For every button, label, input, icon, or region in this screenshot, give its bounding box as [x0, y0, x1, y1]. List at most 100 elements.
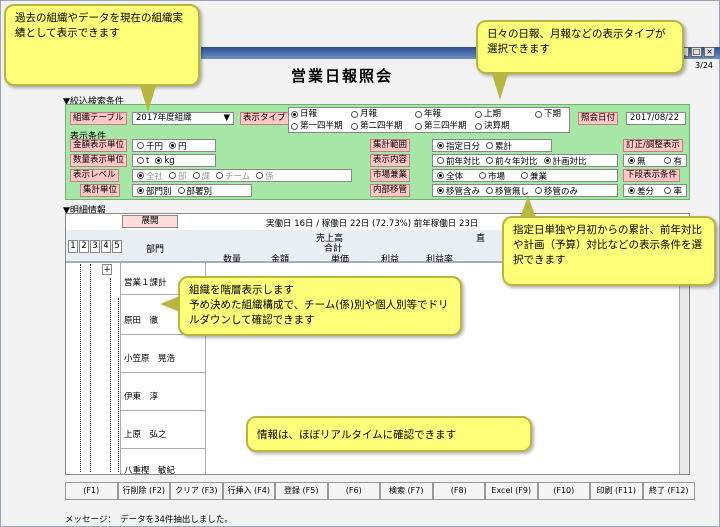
vertical-scrollbar[interactable] — [679, 230, 689, 474]
level-group: 全社 部 課 チーム 係 — [132, 169, 352, 182]
radio-yearly[interactable]: 年報 — [415, 109, 441, 120]
exit-button[interactable]: 終了 (F12) — [642, 482, 695, 500]
adjust-label: 訂正/調整表示 — [623, 139, 683, 152]
radio-dot — [486, 187, 494, 194]
search-button[interactable]: 検索 (F7) — [380, 482, 433, 500]
radio-cumulative[interactable]: 累計 — [486, 140, 512, 152]
level-2-button[interactable]: 2 — [79, 240, 89, 253]
level-1-button[interactable]: 1 — [68, 240, 78, 253]
radio-market[interactable]: 市場 — [479, 170, 505, 182]
radio-plan[interactable]: 計画対比 — [543, 155, 587, 167]
radio-ton[interactable]: t — [137, 156, 149, 166]
radio-dot — [137, 142, 144, 149]
callout-tail — [140, 86, 156, 112]
level-selector: 1 2 3 4 5 — [68, 240, 122, 253]
radio-yoy[interactable]: 前年対比 — [437, 155, 480, 167]
radio-team[interactable]: チーム — [216, 170, 250, 182]
radio-q3[interactable]: 第三四半期 — [415, 121, 467, 132]
radio-second-half[interactable]: 下期 — [535, 109, 561, 120]
adjust-group: 無 有 — [623, 154, 687, 167]
table-row[interactable]: 小笠原 晃浩 — [124, 354, 176, 364]
level-4-button[interactable]: 4 — [101, 240, 111, 253]
print-button[interactable]: 印刷 (F11) — [590, 482, 643, 500]
radio-transfer-included[interactable]: 移管含み — [437, 185, 480, 197]
f10-button[interactable]: (F10) — [537, 482, 590, 500]
expand-button[interactable]: 展開 — [122, 215, 178, 228]
callout-realtime: 情報は、ほぼリアルタイムに確認できます — [246, 416, 532, 452]
ref-date-label: 照会日付 — [578, 112, 619, 125]
detail-header: ▼明細情報 — [63, 206, 106, 216]
radio-dot — [437, 172, 444, 179]
table-row[interactable]: 営業１課計 — [124, 278, 167, 288]
radio-dot — [351, 123, 358, 130]
row-divider — [120, 294, 206, 295]
f1-button[interactable]: (F1) — [65, 482, 118, 500]
close-button[interactable]: × — [704, 47, 715, 57]
function-key-bar: (F1) 行削除 (F2) クリア (F3) 行挿入 (F4) 登録 (F5) … — [65, 482, 695, 500]
radio-adjust-none[interactable]: 無 — [628, 155, 646, 167]
radio-all[interactable]: 全体 — [437, 170, 463, 182]
register-button[interactable]: 登録 (F5) — [275, 482, 328, 500]
callout-display-conditions: 指定日単独や月初からの累計、前年対比や計画（予算）対比などの表示条件を選択できま… — [502, 216, 716, 286]
level-3-button[interactable]: 3 — [90, 240, 100, 253]
f8-button[interactable]: (F8) — [432, 482, 485, 500]
status-message: メッセージ： データを34件抽出しました。 — [65, 515, 233, 525]
table-row[interactable]: 八重樫 敏紀 — [124, 466, 176, 476]
level-label: 表示レベル — [70, 169, 119, 182]
maximize-button[interactable]: □ — [691, 47, 702, 57]
level-5-button[interactable]: 5 — [112, 240, 122, 253]
radio-difference[interactable]: 差分 — [628, 185, 654, 197]
insert-row-button[interactable]: 行挿入 (F4) — [222, 482, 275, 500]
range-group: 指定日分 累計 — [432, 139, 552, 152]
radio-unit[interactable]: 係 — [256, 170, 274, 182]
radio-dot — [664, 157, 672, 164]
radio-ratio[interactable]: 率 — [664, 185, 682, 197]
range-label: 集計範囲 — [370, 139, 411, 152]
col-profit: 利益 — [381, 255, 400, 265]
table-row[interactable]: 上原 弘之 — [124, 430, 167, 440]
radio-daily[interactable]: 日報 — [291, 109, 317, 120]
radio-by-division[interactable]: 部門別 — [137, 185, 172, 197]
clear-button[interactable]: クリア (F3) — [170, 482, 223, 500]
radio-adjust-yes[interactable]: 有 — [664, 155, 682, 167]
tree-line — [80, 264, 81, 472]
radio-specified-day[interactable]: 指定日分 — [437, 140, 480, 152]
radio-transfer-none[interactable]: 移管無し — [486, 185, 529, 197]
excel-button[interactable]: Excel (F9) — [485, 482, 538, 500]
col-margin: 利益率 — [426, 255, 454, 265]
aggregate-unit-group: 部門別 部署別 — [132, 184, 252, 197]
expand-plus-icon[interactable]: + — [102, 264, 112, 275]
radio-by-office[interactable]: 部署別 — [177, 185, 212, 197]
radio-dot — [415, 111, 422, 118]
market-group: 全体 市場 兼業 — [432, 169, 618, 182]
radio-transfer-only[interactable]: 移管のみ — [535, 185, 578, 197]
delete-row-button[interactable]: 行削除 (F2) — [117, 482, 170, 500]
radio-yen[interactable]: 円 — [169, 140, 187, 152]
radio-dot — [535, 187, 543, 194]
radio-fiscal[interactable]: 決算期 — [475, 121, 510, 132]
radio-q1[interactable]: 第一四半期 — [291, 121, 343, 132]
radio-section[interactable]: 課 — [192, 170, 210, 182]
table-row[interactable]: 伊東 淳 — [124, 392, 159, 402]
row-divider — [120, 410, 206, 411]
radio-q2[interactable]: 第二四半期 — [351, 121, 403, 132]
radio-thousand-yen[interactable]: 千円 — [137, 140, 163, 152]
radio-two-years[interactable]: 前々年対比 — [486, 155, 538, 167]
radio-department[interactable]: 部 — [169, 170, 187, 182]
radio-side-business[interactable]: 兼業 — [521, 170, 547, 182]
market-label: 市場兼業 — [370, 169, 411, 182]
tree-line — [90, 264, 91, 472]
radio-dot — [137, 157, 144, 164]
radio-kg[interactable]: kg — [155, 156, 175, 166]
radio-dot — [415, 123, 422, 130]
f6-button[interactable]: (F6) — [327, 482, 380, 500]
radio-dot — [177, 187, 185, 194]
radio-first-half[interactable]: 上期 — [475, 109, 501, 120]
org-table-select[interactable]: 2017年度組織 ▼ — [132, 112, 234, 125]
radio-dot — [486, 142, 494, 149]
ref-date-input[interactable]: 2017/08/22 — [626, 112, 686, 125]
radio-company[interactable]: 全社 — [137, 170, 163, 182]
radio-monthly[interactable]: 月報 — [351, 109, 377, 120]
internal-label: 内部移管 — [370, 184, 411, 197]
table-row[interactable]: 原田 徹 — [124, 316, 159, 326]
